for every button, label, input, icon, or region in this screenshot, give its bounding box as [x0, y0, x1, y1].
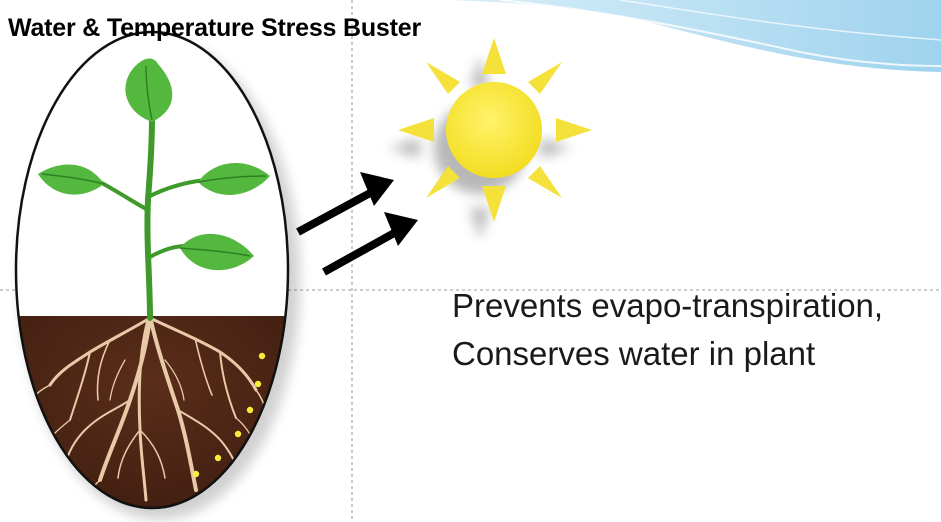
caption-line-1: Prevents evapo-transpiration,	[452, 287, 884, 324]
top-banner	[450, 0, 941, 72]
slide-title: Water & Temperature Stress Buster	[8, 14, 421, 42]
sun-icon	[388, 38, 592, 240]
arrow-icon	[296, 172, 418, 276]
plant-icon	[38, 58, 270, 321]
caption: Prevents evapo-transpiration, Conserves …	[452, 282, 883, 378]
plant-oval	[14, 30, 290, 510]
water-drops	[192, 352, 266, 478]
caption-line-2: Conserves water in plant	[452, 335, 816, 372]
